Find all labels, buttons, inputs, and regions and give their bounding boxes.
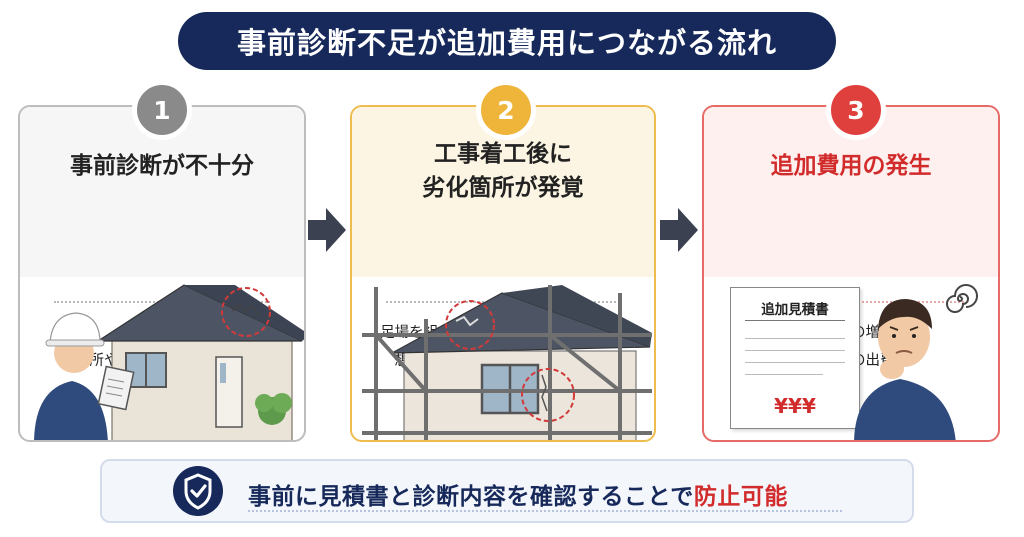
step-2-number-badge: 2 xyxy=(476,80,536,140)
step-3-heading: 追加費用の発生 xyxy=(770,153,932,179)
step-2-divider xyxy=(386,301,620,303)
step-1-number-badge: 1 xyxy=(132,80,192,140)
step-card-1: 事前診断が不十分 目視のみ、 高所やひび割れの見落とし xyxy=(18,105,306,442)
prevention-message: 事前に見積書と診断内容を確認することで防止可能 xyxy=(248,484,788,510)
step-2-heading: 工事着工後に 劣化箇所が発覚 xyxy=(422,141,584,201)
dizzy-spiral-icon xyxy=(946,284,978,313)
step-1-heading: 事前診断が不十分 xyxy=(70,153,254,179)
step-1-description: 目視のみ、 高所やひび割れの見落とし xyxy=(75,325,249,369)
estimate-document-title: 追加見積書 xyxy=(761,302,829,318)
arrow-right-icon xyxy=(660,208,698,252)
step-3-number-badge: 3 xyxy=(826,80,886,140)
page-title: 事前診断不足が追加費用につながる流れ xyxy=(178,12,836,70)
arrow-right-icon xyxy=(308,208,346,252)
prevention-banner: 事前に見積書と診断内容を確認することで防止可能 xyxy=(100,459,914,523)
step-2-description: 足場を組んでから判明する高所劣化、 想定より進んだシーリングの傷み xyxy=(380,325,626,369)
prevention-emphasis: 防止可能 xyxy=(693,484,788,510)
estimate-document: 追加見積書 ¥¥¥ xyxy=(730,287,860,429)
step-card-3: 追加費用の発生 補修範囲の増加、 想定外の出費 追加見積書 ¥¥¥ xyxy=(702,105,1000,442)
estimate-amount: ¥¥¥ xyxy=(774,394,816,418)
step-1-divider xyxy=(54,301,270,303)
step-card-2: 工事着工後に 劣化箇所が発覚 足場を組んでから判明する高所劣化、 想定より進んだ… xyxy=(350,105,656,442)
prevention-underline xyxy=(248,510,842,512)
shield-check-icon xyxy=(173,466,223,516)
